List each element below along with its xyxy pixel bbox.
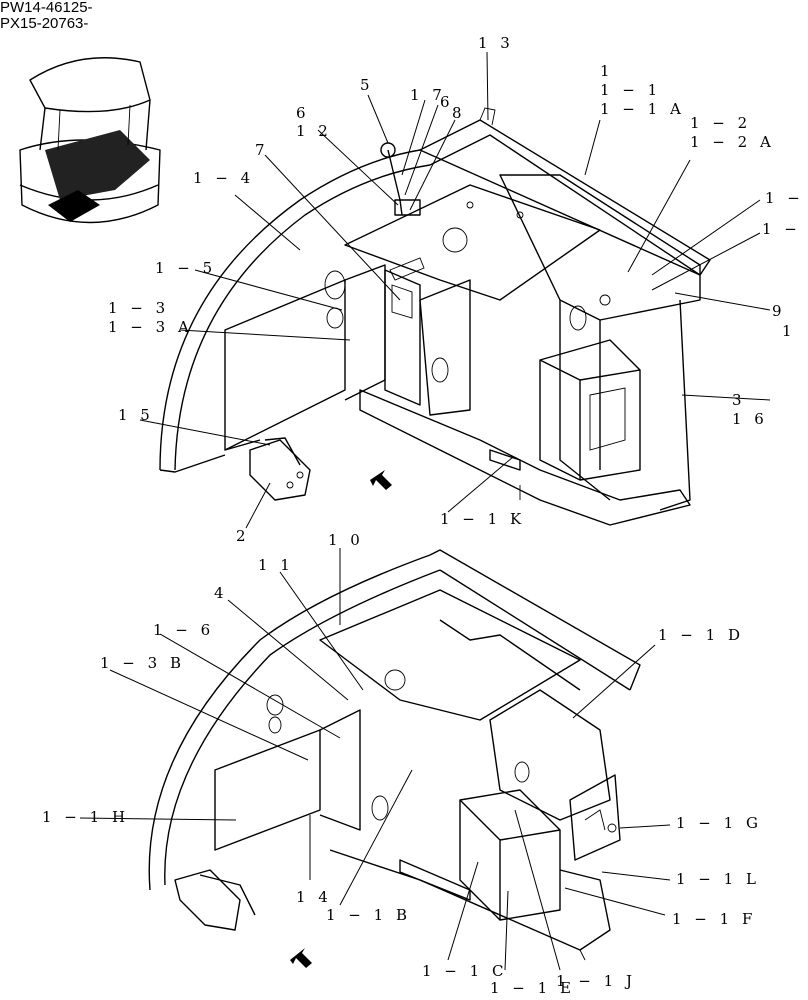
callout-10: 1 0 — [328, 531, 364, 549]
upper-assembly — [159, 107, 711, 526]
callout-1-1f: 1 − 1 F — [672, 910, 756, 928]
callout-1-2a: 1 − 2 A — [690, 133, 775, 151]
callout-12: 1 2 — [296, 122, 332, 140]
callout-16: 1 6 — [732, 410, 768, 428]
callout-1-1b: 1 − 1 B — [326, 906, 411, 924]
callout-1-1a: 1 − 1 A — [600, 100, 685, 118]
callout-9: 9 — [772, 302, 786, 320]
upper-leader-lines — [139, 51, 771, 529]
callout-1-3b: 1 − 3 B — [100, 654, 185, 672]
callout-7: 7 — [255, 141, 269, 159]
serial-number-block: PW14-46125- PX15-20763- — [0, 0, 93, 32]
callout-1-2: 1 − 2 — [690, 114, 751, 132]
callout-1-4: 1 − 4 — [193, 169, 254, 187]
upper-callouts: 1 3 1 1 − 1 1 − 1 A 5 1 7 6 8 6 1 2 1 − … — [108, 34, 808, 545]
callout-1-1j: 1 − 1 J — [556, 972, 636, 990]
callout-1-1e: 1 − 1 E — [490, 979, 575, 997]
callout-4: 4 — [214, 584, 228, 602]
callout-1-6: 1 − 6 — [153, 621, 214, 639]
callout-6-secondary: 6 — [440, 93, 454, 111]
serial-range-1: PW14-46125- — [0, 0, 93, 16]
callout-1-5-left: 1 − 5 — [155, 259, 216, 277]
callout-1-1: 1 − 1 — [600, 81, 661, 99]
callout-1: 1 — [600, 62, 614, 80]
callout-1-3: 1 − 3 — [108, 299, 169, 317]
callout-1-1l: 1 − 1 L — [676, 870, 760, 888]
callout-1-5-right: 1 − 5 — [765, 189, 808, 207]
callout-1-3a: 1 − 3 A — [108, 318, 193, 336]
lower-leader-lines — [79, 548, 671, 971]
callout-1-1h: 1 − 1 H — [42, 808, 129, 826]
callout-1-1c: 1 − 1 C — [422, 962, 507, 980]
callout-11: 1 1 — [258, 556, 294, 574]
callout-1-2-right: 1 − 2 — [762, 220, 808, 238]
callout-5: 5 — [360, 76, 374, 94]
callout-8: 8 — [452, 104, 466, 122]
callout-14: 1 4 — [296, 888, 332, 906]
callout-3: 3 — [732, 391, 746, 409]
callout-15: 1 5 — [118, 406, 154, 424]
callout-1-right: 1 — [782, 322, 796, 340]
callout-6: 6 — [296, 104, 310, 122]
machine-thumbnail — [19, 57, 161, 224]
callout-1-1g: 1 − 1 G — [676, 814, 762, 832]
lower-callouts: 1 0 1 1 4 1 − 6 1 − 3 B 1 − 1 D 1 − 1 H … — [42, 531, 762, 997]
callout-13: 1 3 — [478, 34, 514, 52]
callout-1-1d: 1 − 1 D — [658, 626, 744, 644]
callout-1-1k: 1 − 1 K — [440, 510, 525, 528]
callout-17: 1 7 — [410, 86, 446, 104]
serial-range-2: PX15-20763- — [0, 15, 89, 32]
callout-2: 2 — [236, 527, 250, 545]
